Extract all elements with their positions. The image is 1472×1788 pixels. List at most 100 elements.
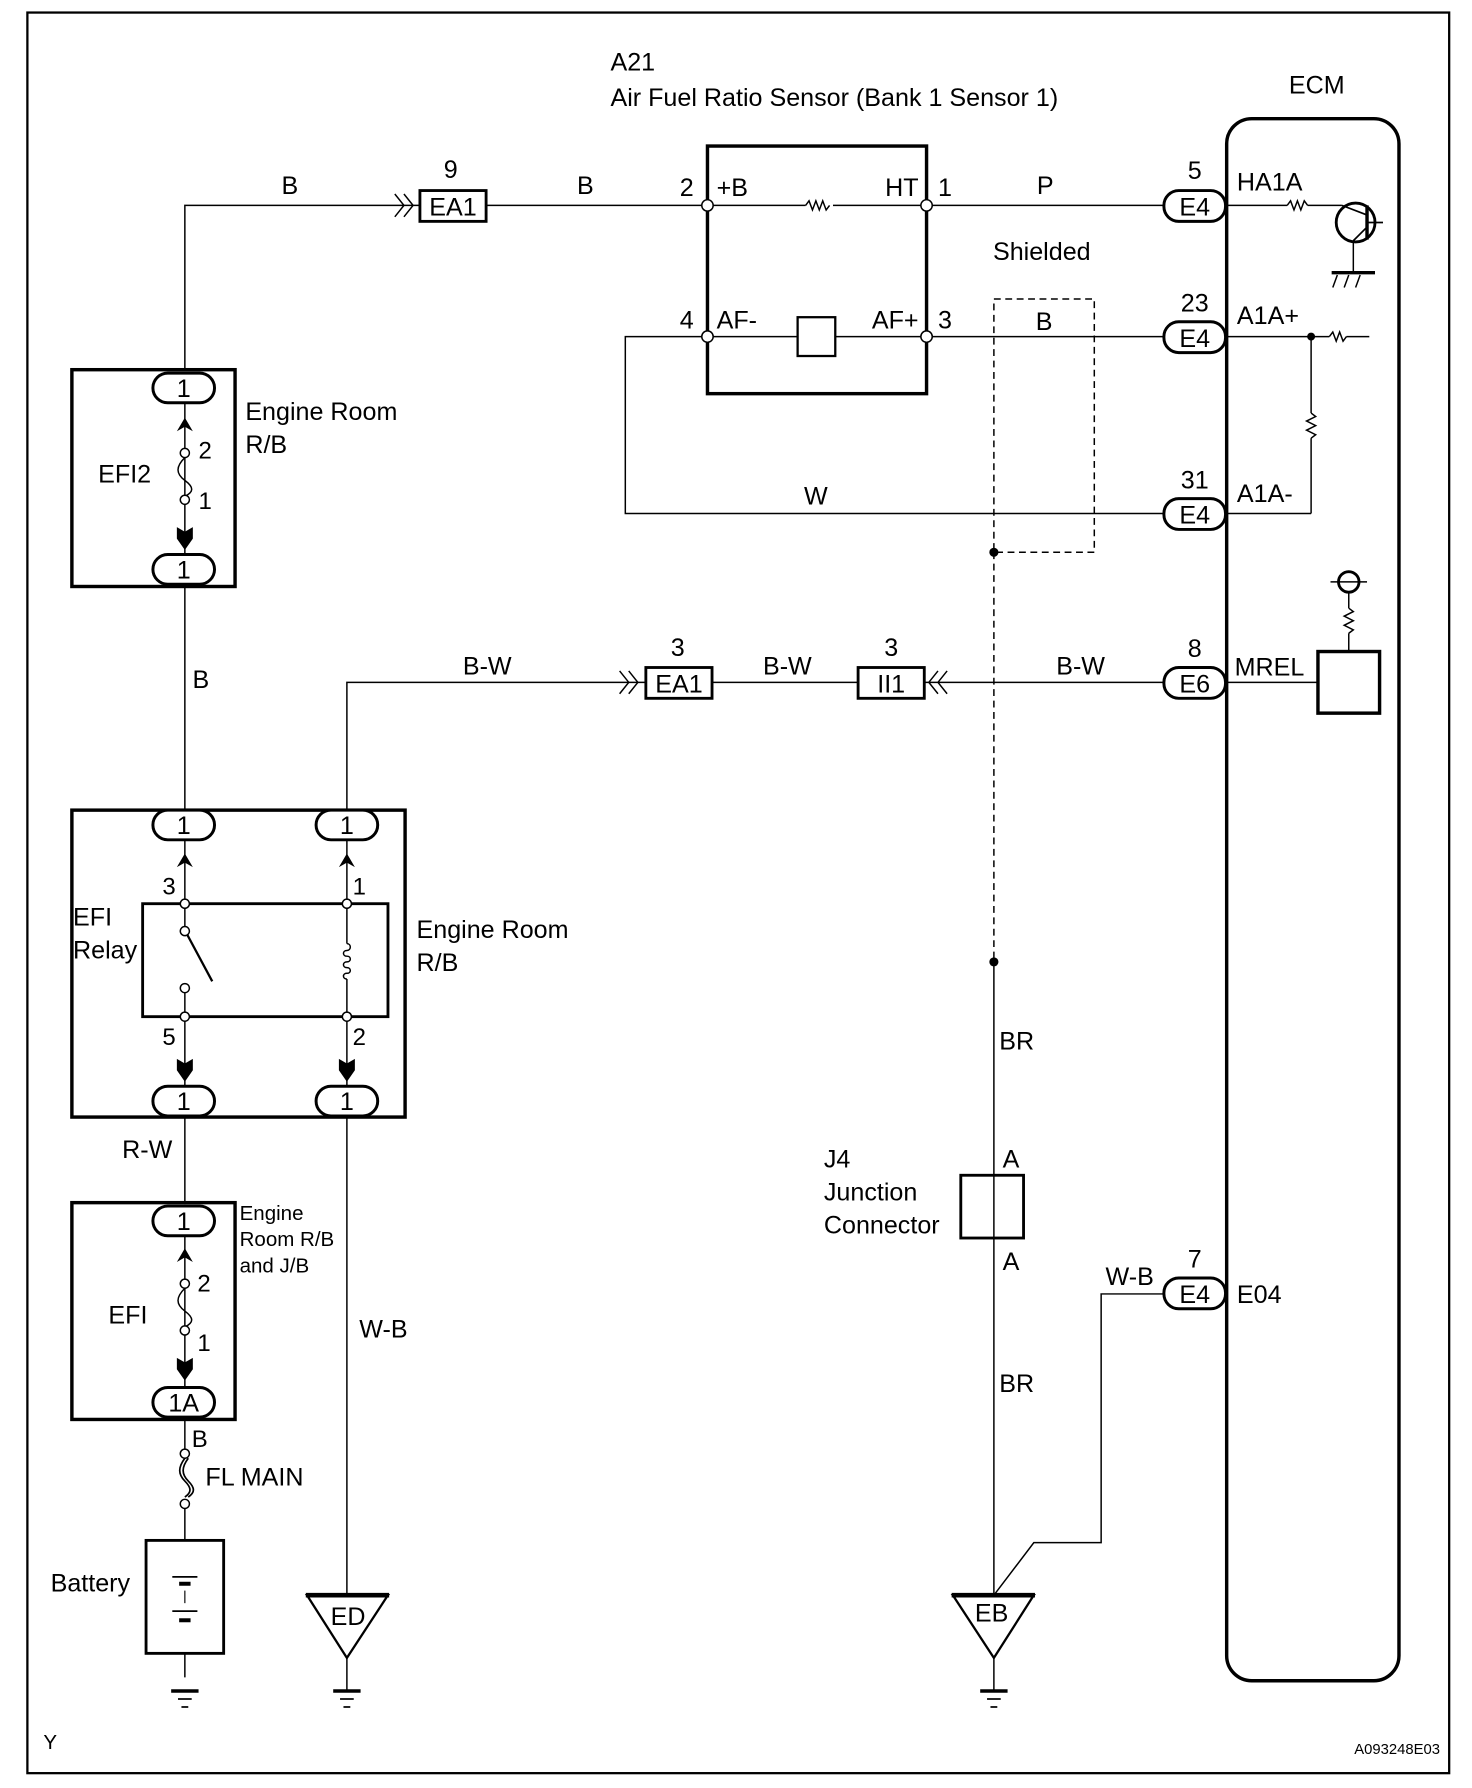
connector-relay-bottom-left: 1 (151, 1084, 217, 1118)
pin-number: 2 (199, 438, 212, 465)
svg-text:1: 1 (177, 375, 191, 403)
ecm-title: ECM (1289, 72, 1345, 100)
svg-text:3: 3 (884, 634, 898, 662)
svg-text:E4: E4 (1179, 1281, 1210, 1309)
connector-relay-top-right: 1 (314, 808, 380, 842)
wire-color-label: R-W (122, 1136, 172, 1164)
pin-af-minus (701, 330, 714, 344)
wire-color-label: BR (999, 1370, 1034, 1398)
pin-number: 2 (680, 174, 694, 202)
heater-resistor-icon (805, 198, 831, 213)
relay-name: Relay (73, 936, 138, 964)
shield-outline (993, 298, 1096, 554)
sensing-element-icon (796, 316, 837, 358)
wire-color-label: B (192, 666, 209, 694)
efi2-fuse-block[interactable] (70, 367, 237, 589)
resistor-icon (1342, 607, 1355, 634)
fuse-icon (177, 1287, 193, 1328)
pin-number: 2 (197, 1271, 210, 1298)
pin-number: 1 (938, 174, 952, 202)
terminal-label: +B (717, 174, 748, 202)
terminal-arrow-icon (176, 1248, 193, 1262)
wire-relay-to-ea1[interactable] (346, 681, 646, 811)
battery-icon (172, 1559, 198, 1628)
terminal-arrow-icon (176, 417, 193, 432)
junction-name: Junction (824, 1178, 917, 1206)
ecm-terminal-ha1a[interactable]: E4 5 HA1A (1162, 157, 1303, 223)
connector-arrow-icon (619, 670, 639, 695)
pin-number: 3 (162, 874, 175, 901)
battery-label: Battery (51, 1570, 131, 1598)
junction-id: J4 (824, 1145, 851, 1173)
svg-text:5: 5 (1188, 157, 1202, 185)
inline-connector-ea1-top[interactable]: EA1 9 (418, 156, 488, 223)
connector-efi-top: 1 (151, 1204, 217, 1238)
pin-number: 1 (199, 488, 212, 515)
ground-point-eb[interactable]: EB (950, 1592, 1036, 1661)
inline-connector-ii1[interactable]: II1 3 (856, 634, 926, 700)
svg-text:23: 23 (1181, 290, 1209, 318)
ecm-terminal-mrel[interactable]: E6 8 MREL (1162, 635, 1305, 700)
resistor-icon (1304, 412, 1318, 439)
connector-relay-top-left: 1 (151, 808, 217, 842)
pin-number: 1 (197, 1330, 210, 1357)
ground-point-ed[interactable]: ED (304, 1592, 391, 1661)
pin-number: 2 (353, 1024, 366, 1051)
fuse-icon (177, 457, 193, 498)
terminal-label: AF+ (872, 307, 919, 335)
inline-connector-ea1-mid[interactable]: EA1 3 (644, 634, 714, 700)
svg-text:E6: E6 (1179, 671, 1210, 699)
svg-text:E04: E04 (1237, 1281, 1282, 1309)
connector-relay-bottom-right: 1 (314, 1084, 380, 1118)
location-label: Room R/B (240, 1228, 335, 1251)
mrel-relay-driver-icon (1316, 649, 1382, 715)
relay-switch-icon (186, 933, 214, 982)
location-label: and J/B (240, 1254, 310, 1277)
sensor-id: A21 (610, 49, 655, 77)
wire-afminus-to-ecm[interactable] (624, 335, 1164, 515)
connector-arrow-icon (394, 193, 415, 218)
svg-text:HA1A: HA1A (1237, 169, 1303, 197)
terminal-label: AF- (717, 307, 757, 335)
connector-efi2-top: 1 (151, 371, 217, 405)
svg-text:3: 3 (671, 634, 685, 662)
svg-text:9: 9 (444, 156, 458, 184)
svg-text:EB: EB (975, 1599, 1008, 1627)
efi-fuse-block[interactable] (70, 1200, 237, 1422)
ecm-terminal-a1a-plus[interactable]: E4 23 A1A+ (1162, 290, 1299, 355)
ground-icon (333, 1689, 361, 1708)
svg-text:E4: E4 (1179, 325, 1210, 353)
wire-color-label: W-B (359, 1315, 407, 1343)
wire-ecm-e04-to-ground[interactable] (993, 1293, 1164, 1596)
ecm-box[interactable] (1224, 116, 1401, 1683)
svg-text:II1: II1 (877, 671, 905, 699)
location-label: R/B (245, 431, 287, 459)
location-label: Engine Room (416, 916, 568, 944)
pin-number: 4 (680, 307, 694, 335)
svg-text:ED: ED (331, 1603, 366, 1631)
ecm-terminal-e04[interactable]: E4 7 E04 (1162, 1246, 1282, 1311)
pin-number: 1 (353, 874, 366, 901)
wire-efi2-to-ea1[interactable] (184, 204, 420, 372)
location-label: Engine Room (245, 398, 397, 426)
svg-text:E4: E4 (1179, 194, 1210, 222)
wire-color-label: B-W (463, 652, 512, 680)
pin-number: 5 (162, 1024, 175, 1051)
terminal-arrow-icon (176, 527, 193, 550)
fuse-name: EFI2 (98, 461, 151, 489)
sensor-name: Air Fuel Ratio Sensor (Bank 1 Sensor 1) (610, 84, 1058, 112)
ecm-terminal-a1a-minus[interactable]: E4 31 A1A- (1162, 466, 1293, 531)
relay-name: EFI (73, 903, 112, 931)
junction-name: Connector (824, 1211, 940, 1239)
wire-color-label: B-W (763, 652, 812, 680)
wire-color-label: BR (999, 1028, 1034, 1056)
svg-text:1: 1 (177, 1208, 191, 1236)
j4-junction-connector[interactable] (959, 1173, 1025, 1240)
svg-text:E4: E4 (1179, 502, 1210, 530)
pin-number: A (1003, 1145, 1020, 1173)
wire-color-label: B (577, 172, 594, 200)
svg-text:8: 8 (1188, 635, 1202, 663)
svg-text:1: 1 (177, 557, 191, 585)
fusible-link-icon (178, 1457, 195, 1498)
